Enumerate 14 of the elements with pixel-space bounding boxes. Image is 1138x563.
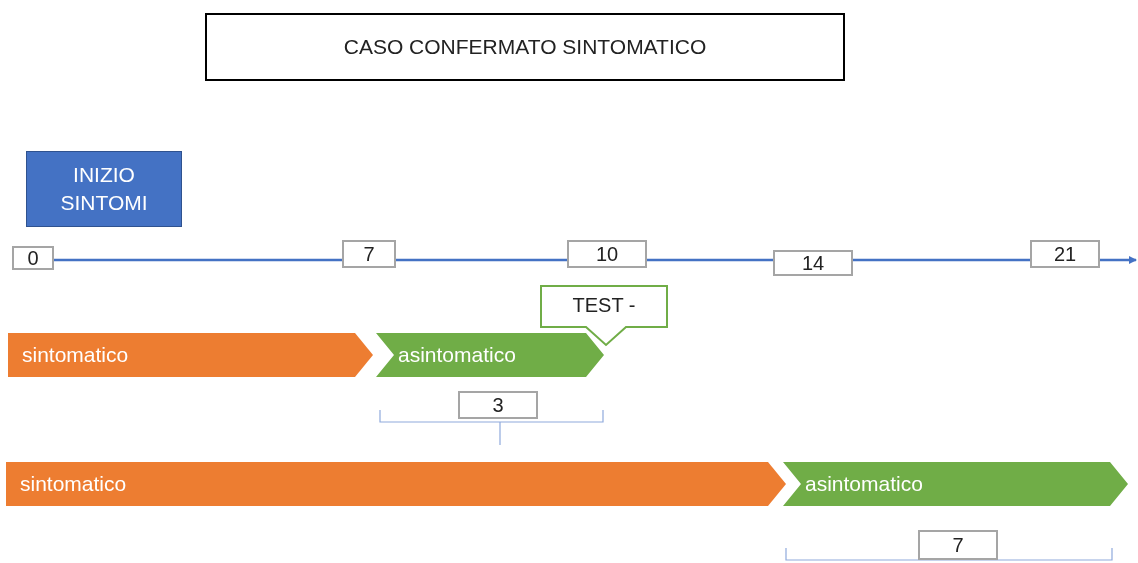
- callout-text: TEST -: [572, 294, 636, 317]
- phase-label: sintomatico: [20, 472, 127, 496]
- day-marker: 7: [342, 240, 396, 268]
- phase-label: asintomatico: [398, 343, 516, 367]
- day-marker: 10: [567, 240, 647, 268]
- start-label: INIZIO SINTOMI: [26, 151, 182, 227]
- day-marker: 21: [1030, 240, 1100, 268]
- day-marker: 0: [12, 246, 54, 270]
- duration-box: 3: [458, 391, 538, 419]
- phase-label: sintomatico: [22, 343, 129, 367]
- duration-box: 7: [918, 530, 998, 560]
- phase-label: asintomatico: [805, 472, 923, 496]
- title-box: CASO CONFERMATO SINTOMATICO: [205, 13, 845, 81]
- day-marker: 14: [773, 250, 853, 276]
